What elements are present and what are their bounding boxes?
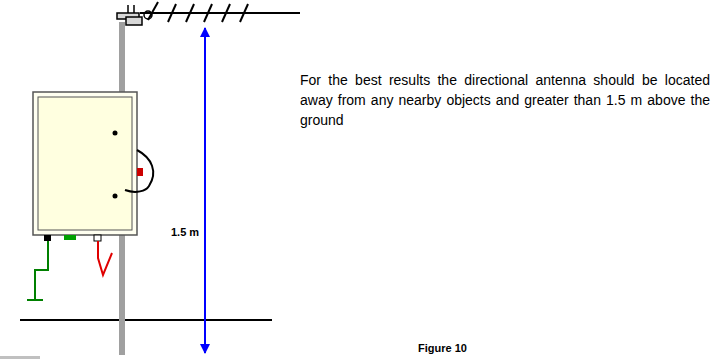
earth-wire xyxy=(27,241,48,300)
dimension-label: 1.5 m xyxy=(170,226,200,238)
directional-antenna xyxy=(140,2,300,22)
figure-caption: Figure 10 xyxy=(418,342,467,354)
enclosure-box xyxy=(33,92,143,241)
power-wire xyxy=(98,241,112,275)
height-arrow xyxy=(204,28,206,353)
antenna-cable xyxy=(125,150,153,192)
installation-note: For the best results the directional ant… xyxy=(300,70,710,130)
page-fragment xyxy=(0,356,40,359)
ground-line xyxy=(20,319,272,321)
antenna-bracket xyxy=(117,5,152,25)
